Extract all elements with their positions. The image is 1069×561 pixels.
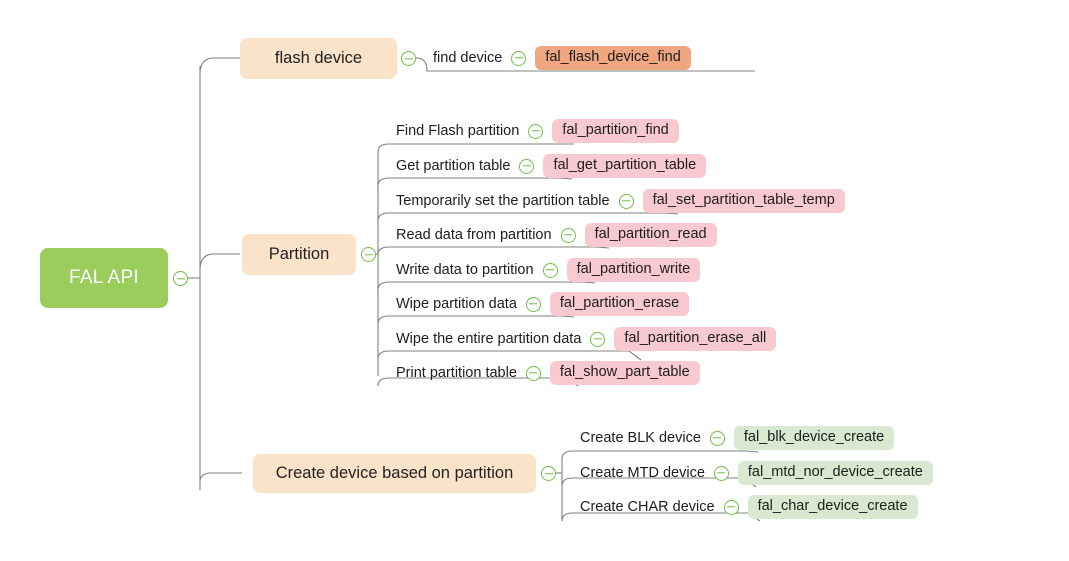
api-badge[interactable]: fal_blk_device_create — [733, 425, 895, 451]
leaf-row-partition-find[interactable]: Find Flash partition fal_partition_find — [396, 118, 679, 144]
collapse-circle-icon-mtd-device-create[interactable] — [713, 465, 729, 481]
leaf-row-set-partition-table-temp[interactable]: Temporarily set the partition table fal_… — [396, 188, 845, 214]
api-badge[interactable]: fal_partition_erase — [549, 291, 690, 317]
collapse-circle-icon-partition-write[interactable] — [542, 262, 558, 278]
api-badge[interactable]: fal_partition_read — [584, 222, 717, 248]
collapse-circle-icon-set-partition-table-temp[interactable] — [618, 193, 634, 209]
edge-to-create-device — [199, 472, 242, 483]
leaf-label: Get partition table — [396, 157, 511, 174]
api-badge[interactable]: fal_show_part_table — [549, 360, 700, 386]
branch-node-create-device[interactable]: Create device based on partition — [253, 454, 536, 493]
root-node-label: FAL API — [68, 267, 140, 288]
api-badge[interactable]: fal_partition_write — [566, 257, 701, 283]
leaf-row-partition-erase-all[interactable]: Wipe the entire partition data fal_parti… — [396, 326, 777, 352]
leaf-row-partition-erase[interactable]: Wipe partition data fal_partition_erase — [396, 291, 690, 317]
edge-partition-leaf-3 — [377, 212, 679, 222]
api-badge[interactable]: fal_char_device_create — [747, 494, 918, 520]
edge-to-partition — [199, 253, 240, 271]
branch-node-label: Partition — [268, 245, 330, 263]
edge-to-flash-device — [199, 57, 240, 75]
leaf-label: Write data to partition — [396, 261, 534, 278]
collapse-circle-icon-flash-device[interactable] — [401, 51, 416, 66]
collapse-circle-icon-get-partition-table[interactable] — [519, 158, 535, 174]
branch-node-flash-device[interactable]: flash device — [240, 38, 397, 79]
leaf-label: find device — [433, 49, 503, 66]
api-badge[interactable]: fal_get_partition_table — [543, 153, 707, 179]
api-badge[interactable]: fal_partition_find — [552, 118, 679, 144]
api-badge[interactable]: fal_mtd_nor_device_create — [737, 460, 933, 486]
leaf-row-get-partition-table[interactable]: Get partition table fal_get_partition_ta… — [396, 153, 707, 179]
collapse-circle-icon-char-device-create[interactable] — [723, 499, 739, 515]
edge-create-leaf-1 — [561, 450, 759, 460]
leaf-row-partition-read[interactable]: Read data from partition fal_partition_r… — [396, 222, 717, 248]
collapse-circle-icon-partition-find[interactable] — [528, 123, 544, 139]
leaf-label: Read data from partition — [396, 226, 552, 243]
leaf-row-blk-device-create[interactable]: Create BLK device fal_blk_device_create — [580, 425, 895, 451]
branch-node-label: Create device based on partition — [275, 464, 514, 482]
leaf-row-find-device[interactable]: find device fal_flash_device_find — [433, 45, 691, 71]
leaf-row-partition-write[interactable]: Write data to partition fal_partition_wr… — [396, 257, 701, 283]
edge-partition-leaf-4 — [377, 246, 610, 256]
leaf-row-show-part-table[interactable]: Print partition table fal_show_part_tabl… — [396, 360, 700, 386]
leaf-label: Wipe partition data — [396, 295, 517, 312]
leaf-row-mtd-device-create[interactable]: Create MTD device fal_mtd_nor_device_cre… — [580, 460, 933, 486]
branch-node-label: flash device — [274, 49, 363, 67]
leaf-label: Print partition table — [396, 364, 517, 381]
collapse-circle-icon-create-device[interactable] — [541, 466, 556, 481]
leaf-label: Find Flash partition — [396, 122, 520, 139]
collapse-circle-icon-partition-read[interactable] — [560, 227, 576, 243]
edge-partition-leaf-7 — [377, 350, 642, 361]
collapse-circle-icon-show-part-table[interactable] — [525, 365, 541, 381]
collapse-circle-icon-partition-erase-all[interactable] — [590, 331, 606, 347]
branch-node-partition[interactable]: Partition — [242, 234, 356, 275]
collapse-circle-icon-find-device[interactable] — [511, 50, 527, 66]
collapse-circle-icon-root[interactable] — [173, 271, 188, 286]
leaf-label: Create BLK device — [580, 429, 701, 446]
edge-partition-leaf-2 — [377, 177, 573, 187]
edge-partition-leaf-6 — [377, 315, 575, 325]
root-node[interactable]: FAL API — [40, 248, 168, 308]
collapse-circle-icon-blk-device-create[interactable] — [709, 430, 725, 446]
api-badge[interactable]: fal_flash_device_find — [535, 45, 691, 71]
collapse-circle-icon-partition[interactable] — [361, 247, 376, 262]
leaf-label: Temporarily set the partition table — [396, 192, 610, 209]
edge-partition-leaf-5 — [377, 281, 596, 291]
leaf-label: Create MTD device — [580, 464, 705, 481]
leaf-row-char-device-create[interactable]: Create CHAR device fal_char_device_creat… — [580, 494, 918, 520]
api-badge[interactable]: fal_partition_erase_all — [614, 326, 777, 352]
leaf-label: Create CHAR device — [580, 498, 715, 515]
api-badge[interactable]: fal_set_partition_table_temp — [642, 188, 845, 214]
leaf-label: Wipe the entire partition data — [396, 330, 582, 347]
collapse-circle-icon-partition-erase[interactable] — [525, 296, 541, 312]
edge-partition-leaf-1 — [377, 143, 574, 153]
